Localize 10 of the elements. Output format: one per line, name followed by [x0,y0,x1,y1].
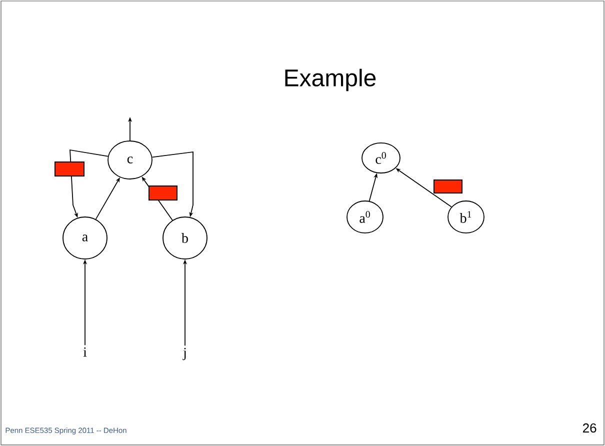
graph-node: b$^{1}$ [448,200,484,234]
graph-node: c$^{0}$ [362,142,400,174]
input-label: j [182,348,186,360]
graph-node: a [62,216,108,260]
graph-node: a$^{0}$ [346,200,384,234]
input-label: i [83,347,87,357]
page-number: 26 [583,423,596,433]
graph-node: c [108,140,152,180]
title: Example [285,68,376,92]
graph-node: b [162,216,208,260]
